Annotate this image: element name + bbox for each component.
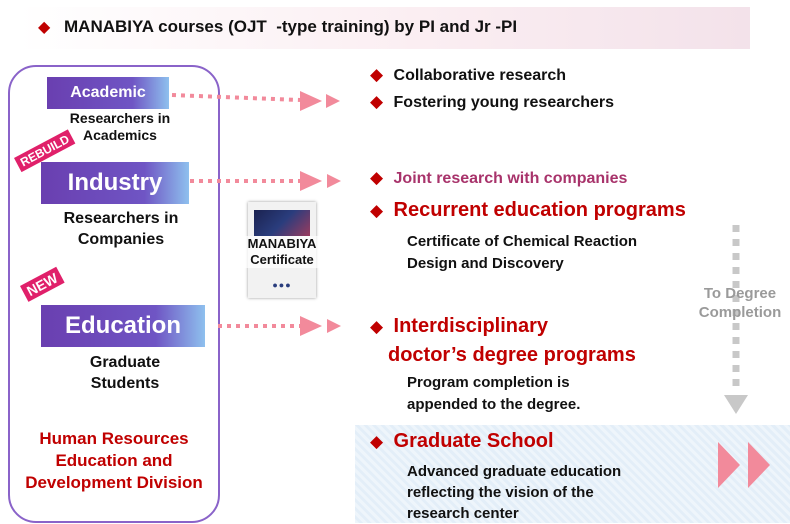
diamond-bullet-icon: ◆ [370,201,384,220]
certificate-seal-icon: ●●● [272,280,292,290]
graduate-school-title: ◆ Graduate School [370,430,554,452]
education-arrow [218,316,341,336]
diamond-bullet-icon: ◆ [38,19,51,36]
recurrent-title: ◆ Recurrent education programs [370,199,686,221]
academic-box: Academic [47,77,169,109]
degree-completion-label: To Degree Completion [698,285,782,321]
header-banner: ◆ MANABIYA courses (OJT -type training) … [18,7,750,49]
diamond-bullet-icon: ◆ [370,432,384,451]
degree-completion-arrow [724,225,748,414]
academic-arrow [171,91,340,111]
recurrent-desc-1: Certificate of Chemical Reaction [407,233,638,250]
industry-arrow [190,171,341,191]
interdisciplinary-desc-2: appended to the degree. [407,396,581,413]
interdisciplinary-title-2: doctor’s degree programs [388,344,636,366]
industry-item: ◆ Joint research with companies [370,168,628,187]
graduate-school-panel [355,425,790,523]
interdisciplinary-desc-1: Program completion is [407,374,570,391]
recurrent-desc-2: Design and Discovery [407,255,564,272]
academic-item-2: ◆ Fostering young researchers [370,92,615,111]
header-title: MANABIYA courses (OJT -type training) by… [64,17,518,36]
diamond-bullet-icon: ◆ [370,168,384,187]
graduate-school-desc-2: reflecting the vision of the [407,484,594,501]
certificate-header-graphic [254,210,310,236]
division-name: Human Resources Education and Developmen… [25,429,203,492]
academic-item-1: ◆ Collaborative research [370,65,567,84]
interdisciplinary-title: ◆ Interdisciplinary [370,315,549,337]
diamond-bullet-icon: ◆ [370,92,384,111]
education-subtitle: Graduate Students [89,354,161,392]
diamond-bullet-icon: ◆ [370,65,384,84]
academic-subtitle: Researchers in Academics [69,110,171,143]
certificate-label: MANABIYA Certificate [232,236,332,268]
division-panel [8,65,220,523]
industry-box: Industry [41,162,189,204]
education-box: Education [41,305,205,347]
forward-arrows-icon [718,442,770,488]
industry-subtitle: Researchers in Companies [63,210,179,248]
diamond-bullet-icon: ◆ [370,317,384,336]
graduate-school-desc-1: Advanced graduate education [407,463,622,480]
graduate-school-desc-3: research center [407,505,519,522]
